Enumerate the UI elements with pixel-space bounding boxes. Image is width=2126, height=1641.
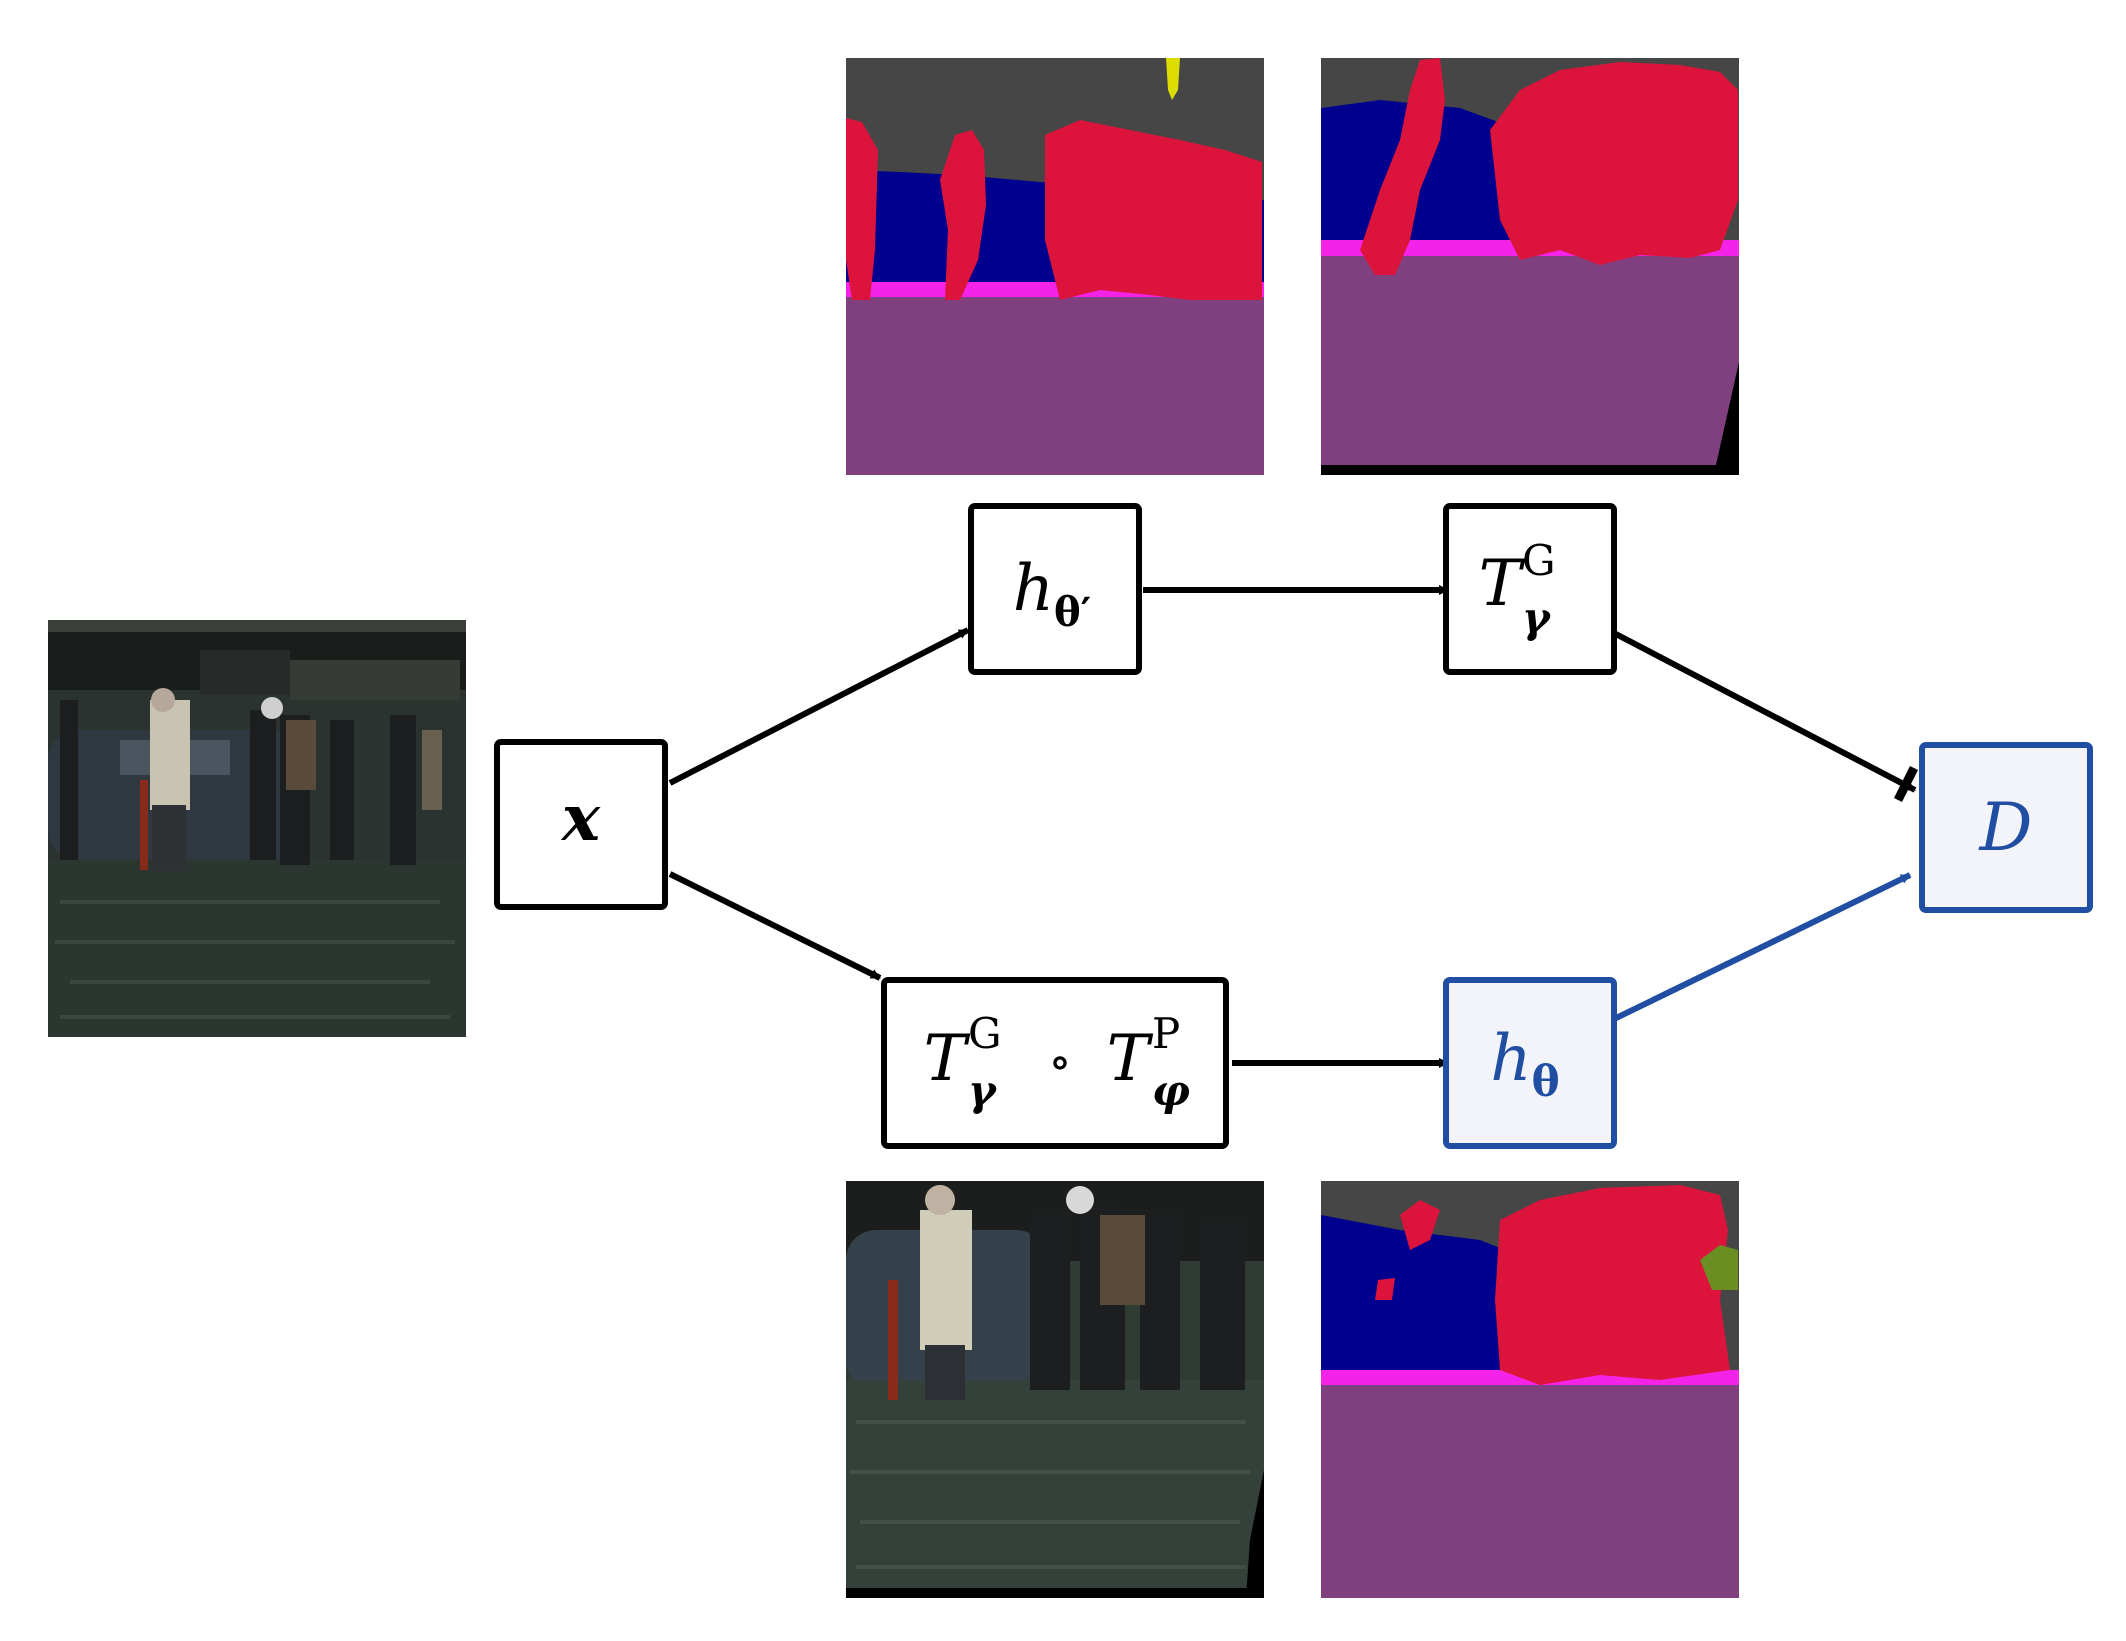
arrow-student-to-d (1610, 872, 1912, 1023)
student-transform-subscript-1: γ (968, 1066, 998, 1115)
teacher-transform-subscript: γ (1522, 593, 1552, 642)
svg-text:hθ′: hθ′ (1013, 552, 1091, 636)
transformed-street-photo (846, 1181, 1264, 1598)
teacher-model-box: hθ′ (968, 503, 1142, 675)
arrow-x-to-teacher (668, 627, 970, 786)
svg-text:T: T (1107, 1022, 1154, 1096)
student-transform-box: T G γ ∘ T P φ (881, 977, 1229, 1149)
student-transform-label-2: T (1107, 1022, 1154, 1096)
teacher-transform-box: T G γ (1443, 503, 1617, 675)
input-street-photo (48, 620, 466, 1037)
svg-text:T: T (1479, 547, 1526, 621)
input-label: x (560, 781, 601, 856)
svg-text:hθ: hθ (1490, 1022, 1559, 1106)
arrow-teacher-transform-to-d (1610, 629, 1917, 793)
teacher-segmentation-map-transformed (1321, 58, 1739, 475)
teacher-transform-superscript: G (1522, 536, 1556, 585)
stop-gradient-bar (1893, 765, 1919, 803)
student-transform-superscript-2: P (1152, 1009, 1180, 1058)
student-model-box: hθ (1443, 977, 1617, 1149)
teacher-model-label: h (1013, 552, 1054, 626)
svg-text:T: T (924, 1022, 971, 1096)
teacher-segmentation-map (846, 58, 1264, 475)
student-segmentation-map (1321, 1181, 1739, 1598)
teacher-model-subscript: θ′ (1054, 589, 1091, 636)
student-model-subscript: θ (1532, 1057, 1560, 1106)
compose-operator: ∘ (1048, 1034, 1072, 1090)
student-model-label: h (1490, 1022, 1531, 1096)
arrow-x-to-transform (668, 871, 882, 981)
teacher-transform-label: T (1479, 547, 1526, 621)
student-transform-superscript-1: G (968, 1009, 1002, 1058)
input-box: x (494, 739, 668, 910)
student-transform-label-1: T (924, 1022, 971, 1096)
discrepancy-label: D (1979, 789, 2033, 866)
discrepancy-box: D (1919, 742, 2093, 913)
student-transform-subscript-2: φ (1152, 1066, 1190, 1115)
